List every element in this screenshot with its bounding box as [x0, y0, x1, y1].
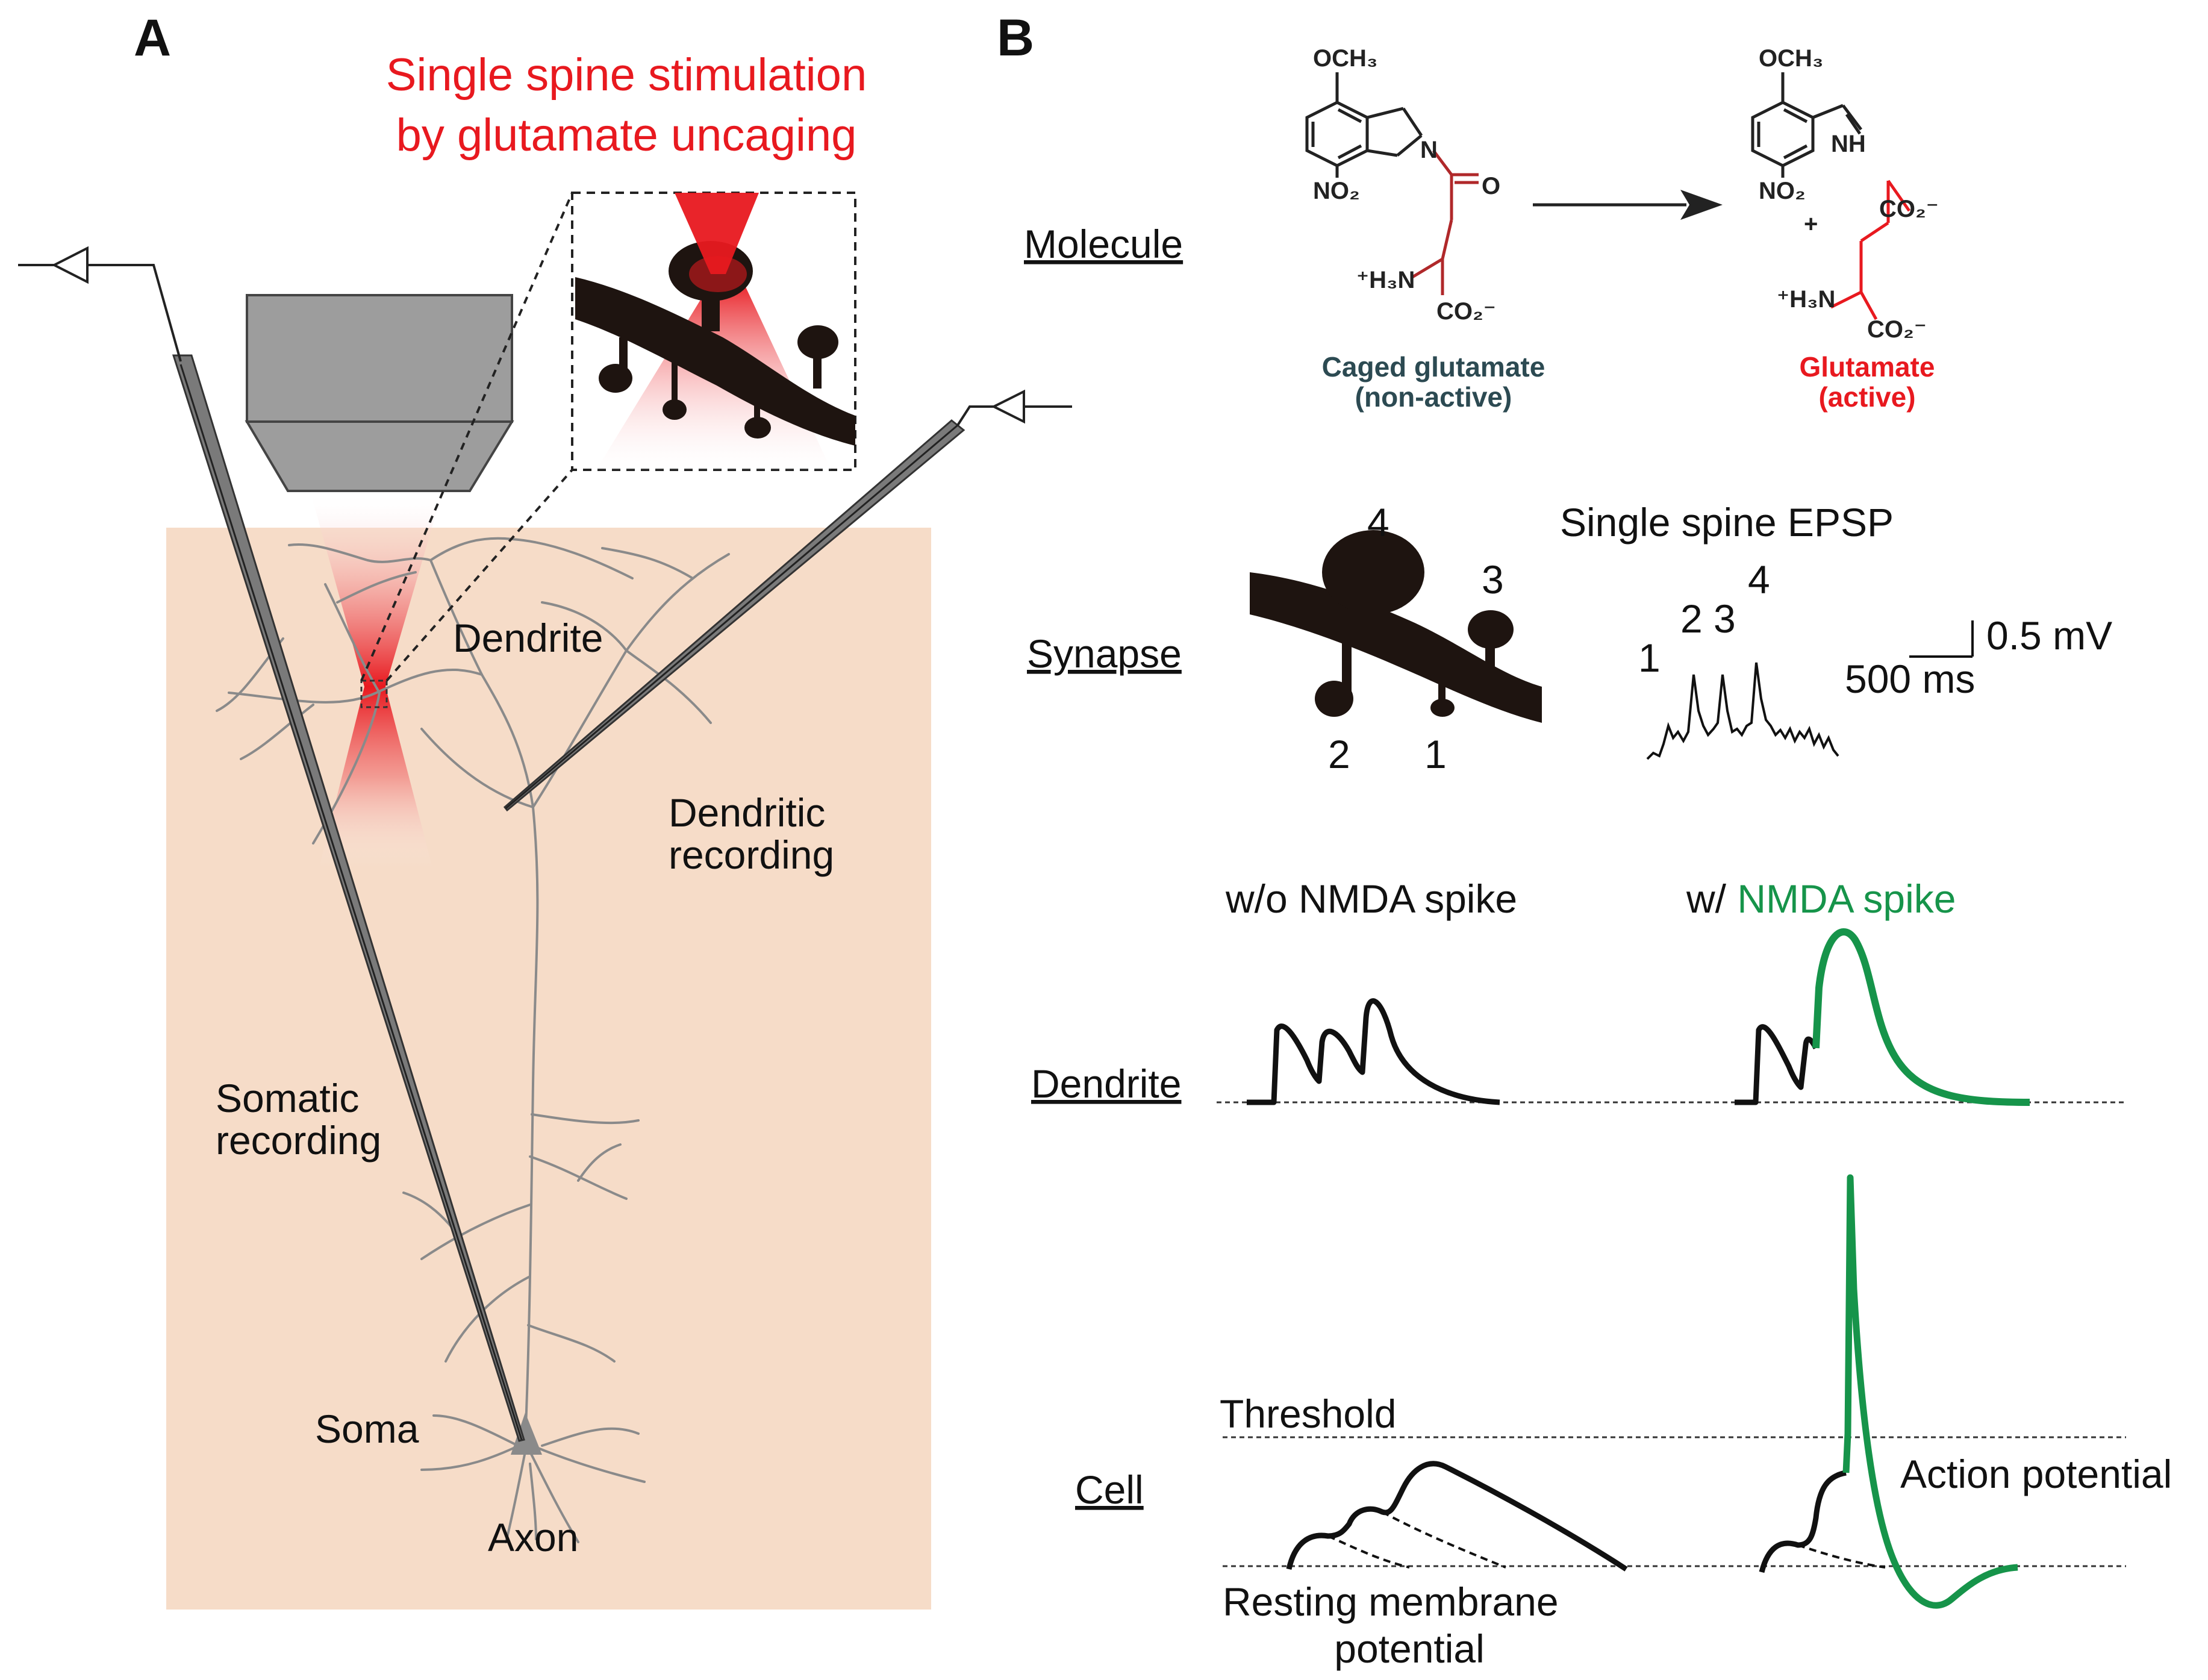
spine-label-3: 3: [1482, 557, 1504, 602]
label-somatic-recording-2: recording: [216, 1118, 381, 1163]
dendritic-pipette: [503, 419, 965, 812]
label-somatic-recording-1: Somatic: [216, 1076, 359, 1120]
chem-no2-b: NO₂: [1759, 178, 1806, 204]
zoom-lines: [360, 192, 573, 682]
label-threshold: Threshold: [1220, 1391, 1397, 1436]
reaction-arrow: [1533, 190, 1723, 220]
synapse-spine-drawing: [1250, 530, 1542, 723]
soma-body: [511, 1413, 542, 1455]
label-resting-1: Resting membrane: [1223, 1579, 1559, 1624]
scale-time: 500 ms: [1845, 657, 1975, 701]
panel-a: A Single spine stimulation by glutamate …: [18, 9, 1072, 1610]
panel-a-letter: A: [134, 9, 171, 67]
dendrite-trace-without-nmda: [1247, 998, 1500, 1105]
panel-a-title-line2: by glutamate uncaging: [396, 110, 857, 161]
chem-h3n-b: ⁺H₃N: [1777, 286, 1835, 313]
cell-epsp-decay-right: [1797, 1544, 1886, 1569]
chem-no2-a: NO₂: [1313, 178, 1360, 204]
chem-o: O: [1482, 173, 1500, 199]
epsp-trace: [1646, 662, 1839, 760]
spine-label-2: 2: [1328, 732, 1350, 776]
epsp-scale-bar: [1909, 620, 1974, 658]
row-label-cell: Cell: [1075, 1467, 1144, 1512]
row-label-dendrite: Dendrite: [1031, 1061, 1181, 1106]
chem-och3-b: OCH₃: [1759, 45, 1823, 72]
trace-label-3: 3: [1714, 596, 1736, 641]
dendrite-trace-with-nmda-green: [1812, 928, 2030, 1106]
uncaging-site-box: [360, 679, 388, 708]
panel-b: B Molecule Synapse Dendrite Cell: [997, 9, 2172, 1671]
label-soma: Soma: [315, 1407, 419, 1451]
label-wo-nmda: w/o NMDA spike: [1225, 876, 1517, 921]
label-w-prefix: w/: [1686, 876, 1737, 921]
panel-b-letter: B: [997, 9, 1034, 67]
label-dendritic-recording-2: recording: [669, 832, 834, 877]
chem-och3-a: OCH₃: [1313, 45, 1377, 72]
row-label-synapse: Synapse: [1027, 631, 1182, 676]
cell-trace-with-ap-green: [1842, 1174, 2018, 1609]
trace-label-4: 4: [1748, 557, 1770, 602]
chem-n: N: [1420, 137, 1438, 163]
label-axon: Axon: [488, 1515, 578, 1560]
chem-h3n-a: ⁺H₃N: [1356, 267, 1415, 293]
laser-beam: [310, 491, 443, 867]
glu-caption-2: (active): [1818, 381, 1915, 413]
caged-caption-2: (non-active): [1355, 381, 1512, 413]
glutamate-structure: OCH₃ NH NO₂ + CO₂⁻ ⁺H₃N CO₂⁻ Glutamate (…: [1751, 45, 1939, 413]
dendrite-trace-with-nmda-black: [1735, 1024, 1819, 1105]
label-w-nmda-spike: NMDA spike: [1737, 876, 1956, 921]
cell-trace-without-ap: [1286, 1461, 1628, 1572]
chem-plus: +: [1804, 211, 1818, 237]
spine-inset: [571, 192, 856, 471]
chem-nh: NH: [1831, 131, 1866, 157]
label-resting-2: potential: [1334, 1626, 1485, 1671]
cell-epsp-decays: [1327, 1511, 1506, 1569]
spine-label-4: 4: [1367, 500, 1389, 545]
panel-a-title-line1: Single spine stimulation: [386, 49, 867, 101]
caged-glutamate-structure: OCH₃ NO₂ N O ⁺H₃N CO₂⁻ Caged glutamate (…: [1305, 45, 1545, 413]
objective-lens: [245, 294, 514, 492]
label-action-potential: Action potential: [1900, 1452, 2172, 1496]
trace-label-2: 2: [1680, 596, 1703, 641]
epsp-title: Single spine EPSP: [1560, 500, 1894, 545]
dendritic-electrode-wire: [956, 389, 1072, 426]
caged-caption-1: Caged glutamate: [1322, 351, 1545, 383]
row-label-molecule: Molecule: [1024, 222, 1183, 266]
somatic-electrode-wire: [18, 246, 182, 362]
scale-voltage: 0.5 mV: [1986, 613, 2112, 658]
label-w-nmda: w/ NMDA spike: [1686, 876, 1956, 921]
spine-label-1: 1: [1424, 732, 1447, 776]
label-dendritic-recording-1: Dendritic: [669, 790, 825, 835]
chem-co2-b: CO₂⁻: [1867, 316, 1927, 343]
trace-label-1: 1: [1638, 635, 1661, 680]
chem-co2-a: CO₂⁻: [1436, 298, 1496, 325]
cell-trace-with-ap-black: [1759, 1470, 1847, 1573]
label-dendrite-a: Dendrite: [453, 616, 603, 660]
chem-co2-top: CO₂⁻: [1879, 196, 1939, 222]
glu-caption-1: Glutamate: [1800, 351, 1935, 383]
somatic-pipette: [172, 354, 525, 1442]
